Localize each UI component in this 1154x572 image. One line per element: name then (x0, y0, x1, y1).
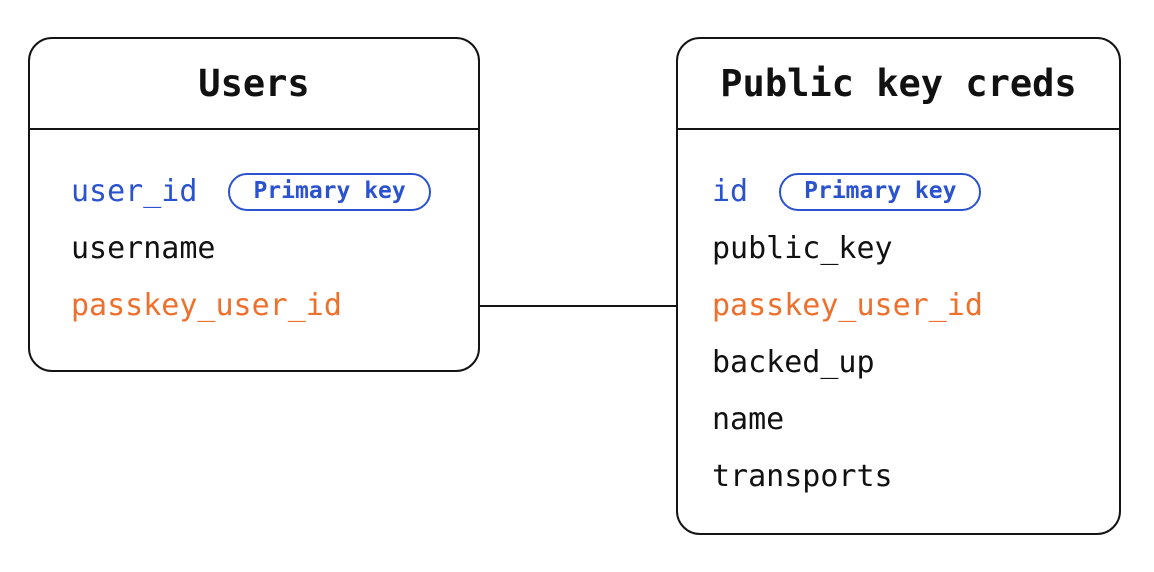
field-passkey-user-id: passkey_user_id (712, 287, 983, 323)
field-row-transports: transports (712, 448, 1119, 505)
table-public-key-creds: Public key creds id Primary key public_k… (676, 37, 1121, 535)
field-row-passkey-user-id: passkey_user_id (712, 277, 1119, 334)
field-username: username (71, 230, 216, 266)
primary-key-badge: Primary key (779, 172, 982, 211)
field-row-name: name (712, 391, 1119, 448)
field-passkey-user-id: passkey_user_id (71, 287, 342, 323)
field-row-user-id: user_id Primary key (71, 163, 478, 220)
field-backed-up: backed_up (712, 344, 875, 380)
table-users: Users user_id Primary key username passk… (28, 37, 480, 372)
field-row-public-key: public_key (712, 220, 1119, 277)
field-public-key: public_key (712, 230, 893, 266)
table-users-title: Users (30, 39, 478, 130)
relation-line (480, 305, 676, 307)
field-row-passkey-user-id: passkey_user_id (71, 277, 478, 334)
field-name: name (712, 401, 785, 437)
field-transports: transports (712, 458, 893, 494)
field-user-id: user_id (71, 173, 198, 209)
field-id: id (712, 173, 749, 209)
primary-key-badge: Primary key (228, 172, 431, 211)
table-users-fields: user_id Primary key username passkey_use… (30, 130, 478, 334)
field-row-username: username (71, 220, 478, 277)
field-row-backed-up: backed_up (712, 334, 1119, 391)
field-row-id: id Primary key (712, 163, 1119, 220)
table-public-key-creds-fields: id Primary key public_key passkey_user_i… (678, 130, 1119, 505)
table-public-key-creds-title: Public key creds (678, 39, 1119, 130)
